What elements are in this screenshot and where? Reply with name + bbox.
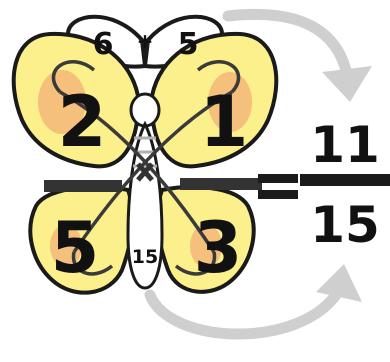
butterfly-body: [126, 92, 164, 290]
antenna-right-product: 5: [178, 27, 199, 62]
equals-sign: [258, 174, 298, 199]
multiply-mark: [136, 162, 154, 182]
result-denominator: 15: [310, 196, 380, 254]
right-fraction-bar: [180, 178, 262, 190]
result-numerator: 11: [310, 116, 380, 174]
top-right-wing-spot: [208, 72, 252, 132]
result-fraction-bar: [300, 174, 390, 186]
top-left-wing-spot: [38, 70, 86, 134]
antenna-left-product: 6: [93, 27, 114, 62]
bottom-right-denominator: 3: [194, 207, 243, 289]
left-fraction-bar: [44, 180, 122, 192]
bottom-curved-arrow: [144, 264, 362, 340]
top-curved-arrow: [222, 8, 372, 102]
top-right-wing: [149, 31, 279, 169]
top-left-numerator: 2: [58, 81, 107, 163]
top-right-numerator: 1: [200, 81, 249, 163]
cross-multiplication-lines: [51, 60, 241, 276]
body-product: 15: [132, 246, 158, 268]
antenna-plus-sign: +: [137, 29, 154, 53]
bottom-left-denominator: 5: [51, 207, 100, 289]
